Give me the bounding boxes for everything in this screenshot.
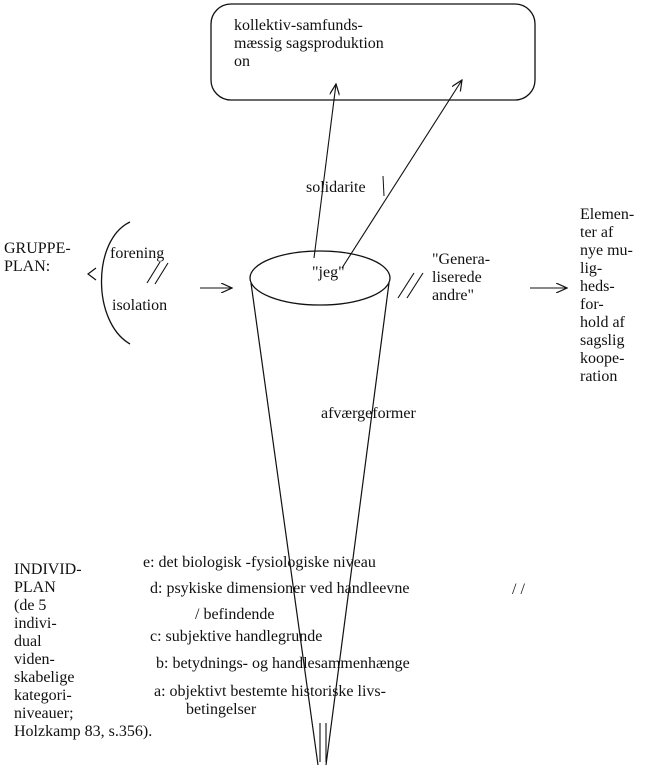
- level-e: e: det biologisk -fysiologiske niveau: [143, 554, 376, 571]
- arrow-up-right: [341, 80, 462, 269]
- level-d-slash: / /: [512, 581, 525, 598]
- afvaergeformer-label: afværgeformer: [321, 405, 416, 422]
- elements-label: Elemen- ter af nye mu- lig- heds- for- h…: [580, 206, 635, 385]
- level-a: a: objektivt bestemte historiske livs- b…: [154, 683, 386, 718]
- level-d-befindende: / befindende: [195, 606, 275, 623]
- solidaritet-label: solidarite: [306, 179, 366, 196]
- jeg-label: "jeg": [312, 264, 345, 281]
- group-plane-label: GRUPPE- PLAN:: [4, 240, 71, 275]
- isolation-label: isolation: [112, 297, 168, 314]
- jeg-ellipse: [249, 250, 391, 306]
- level-d: d: psykiske dimensioner ved handleevne: [150, 580, 410, 597]
- solidaritet-tick: [382, 175, 385, 197]
- generaliserede-andre-label: "Genera- liserede andre": [432, 251, 491, 304]
- forening-slash-a: [146, 261, 161, 284]
- cone-left-side: [250, 282, 319, 766]
- forening-slash-b: [154, 262, 169, 285]
- forening-label: forening: [110, 245, 165, 262]
- jeg-slash-b: [406, 272, 424, 299]
- level-c: c: subjektive handlegrunde: [150, 628, 323, 645]
- arrow-up-left: [313, 84, 336, 259]
- production-box: [210, 3, 536, 101]
- individ-plane-label: INDIVID- PLAN (de 5 indivi- dual viden- …: [14, 561, 153, 740]
- production-box-text: kollektiv-samfunds- mæssig sagsproduktio…: [234, 17, 384, 70]
- cone-right-side: [325, 282, 390, 766]
- group-bracket: [101, 221, 131, 345]
- level-b: b: betydnings- og handlesammenhænge: [156, 655, 410, 672]
- jeg-slash-a: [397, 272, 415, 299]
- group-bracket-pointer: [87, 267, 97, 281]
